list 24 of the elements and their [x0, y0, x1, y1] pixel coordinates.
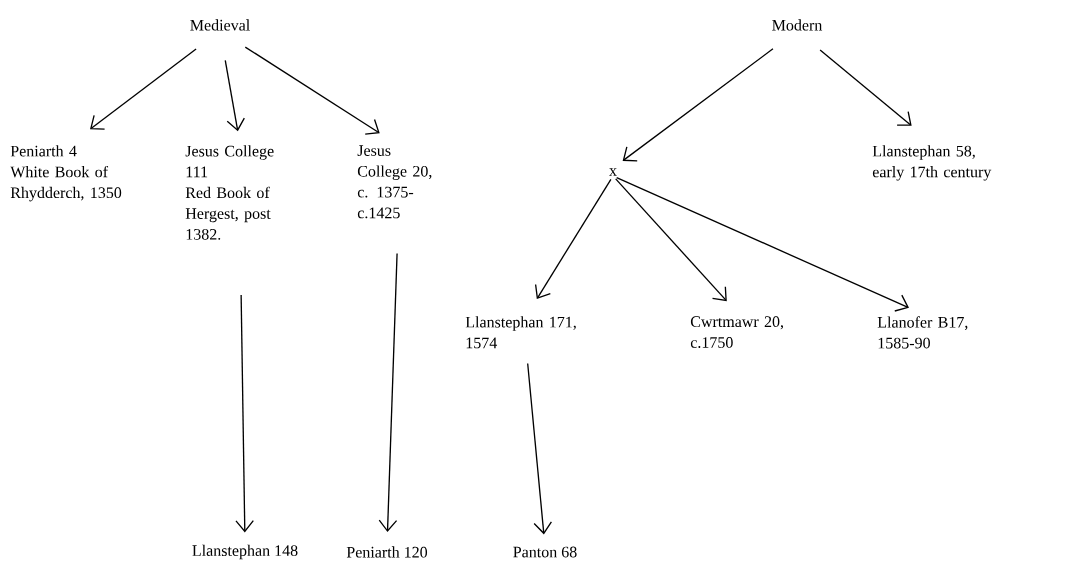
arrow: [616, 176, 909, 312]
arrow: [90, 48, 197, 130]
manuscript-label: Jesus College 111 Red Book of Hergest, post 1382.: [185, 145, 274, 240]
arrow: [527, 362, 553, 535]
arrow: [534, 178, 612, 299]
manuscript-label: Cwrtmawr 20, c.1750: [690, 316, 783, 348]
manuscript-label: Modern: [772, 19, 823, 31]
arrow: [235, 294, 254, 533]
manuscript-label: Medieval: [190, 19, 250, 31]
arrow: [244, 46, 380, 135]
manuscript-label: Panton 68: [513, 546, 577, 558]
manuscript-label: Llanstephan 148: [192, 544, 298, 560]
manuscript-label: Llanofer B17, 1585-90: [877, 316, 968, 349]
manuscript-label: Peniarth 4 White Book of Rhydderch, 1350: [10, 145, 122, 202]
arrow: [615, 178, 727, 302]
manuscript-label: Peniarth 120: [346, 546, 428, 558]
manuscript-label: Llanstephan 58, early 17th century: [872, 145, 992, 181]
manuscript-label: x: [609, 168, 617, 176]
manuscript-label: Llanstephan 171, 1574: [465, 316, 576, 349]
arrow: [378, 252, 398, 533]
manuscript-label: Jesus College 20, c. 1375-c.1425: [357, 145, 432, 219]
arrow: [224, 59, 245, 132]
arrow: [622, 48, 774, 162]
arrow: [819, 49, 912, 126]
